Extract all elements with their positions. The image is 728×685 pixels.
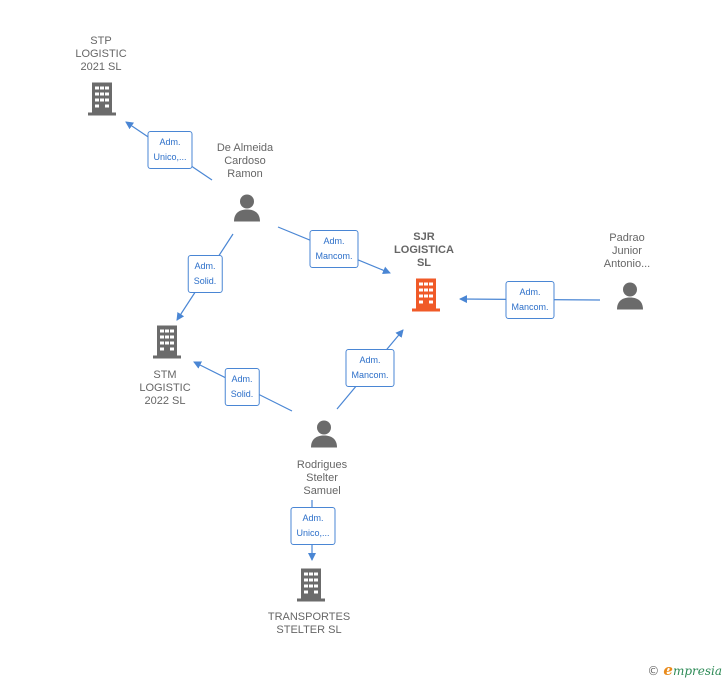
stm-label[interactable]: STM LOGISTIC 2022 SL bbox=[139, 369, 191, 407]
copyright-brand: ©empresia bbox=[647, 661, 722, 679]
dealmeida-person-icon[interactable] bbox=[232, 193, 262, 228]
rodrigues-person-icon[interactable] bbox=[309, 419, 339, 454]
stp-label[interactable]: STP LOGISTIC 2021 SL bbox=[75, 35, 127, 73]
brand-logo-text: mpresia bbox=[672, 664, 722, 678]
edge-label-dealmeida-stp: Adm. Unico,... bbox=[147, 131, 193, 169]
stp-building-icon[interactable] bbox=[86, 81, 118, 122]
brand-logo-e: e bbox=[663, 661, 673, 679]
edge-label-dealmeida-sjr: Adm. Mancom. bbox=[309, 230, 359, 268]
padrao-person-icon[interactable] bbox=[615, 281, 645, 316]
padrao-label[interactable]: Padrao Junior Antonio... bbox=[603, 232, 651, 270]
edge-label-rodrigues-stm: Adm. Solid. bbox=[224, 368, 260, 406]
transportes-label[interactable]: TRANSPORTES STELTER SL bbox=[267, 611, 351, 636]
edge-label-rodrigues-transportes: Adm. Unico,... bbox=[290, 507, 336, 545]
stm-building-icon[interactable] bbox=[151, 324, 183, 365]
sjr-label[interactable]: SJR LOGISTICA SL bbox=[394, 231, 454, 269]
sjr-building-icon[interactable] bbox=[410, 277, 442, 318]
edge-label-padrao-sjr: Adm. Mancom. bbox=[505, 281, 555, 319]
transportes-building-icon[interactable] bbox=[295, 567, 327, 608]
edge-label-rodrigues-sjr: Adm. Mancom. bbox=[345, 349, 395, 387]
rodrigues-label[interactable]: Rodrigues Stelter Samuel bbox=[296, 459, 348, 497]
edge-label-dealmeida-stm: Adm. Solid. bbox=[187, 255, 223, 293]
copyright-icon: © bbox=[647, 664, 660, 678]
dealmeida-label[interactable]: De Almeida Cardoso Ramon bbox=[216, 142, 274, 180]
